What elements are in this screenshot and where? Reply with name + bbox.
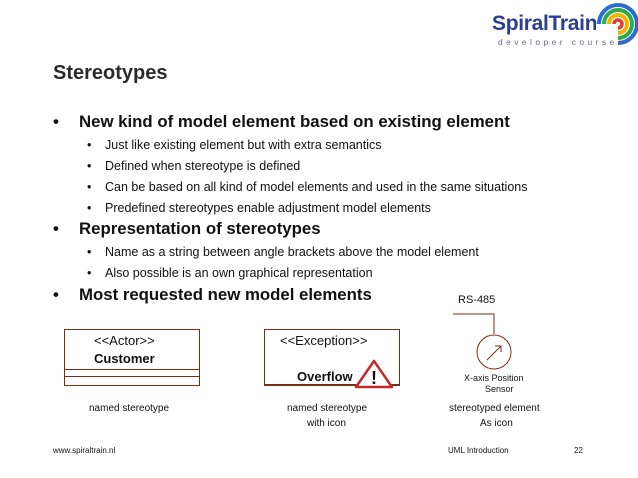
slide-title: Stereotypes (53, 62, 168, 84)
actor-class-name: Customer (94, 351, 155, 366)
warning-mark: ! (371, 368, 377, 388)
bullet-dot: • (87, 201, 92, 215)
class-compartment-divider (64, 376, 200, 377)
exception-stereotype-label: <<Exception>> (280, 333, 368, 348)
sensor-caption-line2: As icon (480, 418, 513, 429)
bullet-dot: • (53, 219, 59, 238)
spiral-swirl-icon (596, 3, 638, 46)
bullet-dot: • (87, 159, 92, 173)
footer-page-number: 22 (574, 446, 583, 455)
bullet-dot: • (87, 266, 92, 280)
bullet-text: Just like existing element but with extr… (105, 138, 382, 152)
logo-tagline: developer courses (498, 37, 626, 47)
interface-label: RS-485 (458, 294, 496, 306)
actor-caption: named stereotype (89, 403, 170, 414)
bullet-dot: • (53, 285, 59, 304)
bullet-text: Predefined stereotypes enable adjustment… (105, 201, 431, 215)
bullet-text: Representation of stereotypes (79, 219, 321, 238)
exception-class-name: Overflow (297, 369, 353, 384)
bullet-level2: • Defined when stereotype is defined (87, 159, 300, 173)
bullet-dot: • (87, 245, 92, 259)
bullet-dot: • (87, 180, 92, 194)
sensor-label-line1: X-axis Position (464, 373, 524, 383)
sensor-label-line2: Sensor (485, 384, 514, 394)
logo-brand: SpiralTrain (492, 12, 598, 35)
bullet-level2: • Also possible is an own graphical repre… (87, 266, 373, 280)
bullet-level1: • New kind of model element based on exis… (53, 112, 510, 132)
class-compartment-divider (264, 384, 400, 385)
sensor-icon (453, 313, 512, 370)
bullet-text: Name as a string between angle brackets … (105, 245, 479, 259)
bullet-level2: • Can be based on all kind of model eleme… (87, 180, 528, 194)
bullet-text: Defined when stereotype is defined (105, 159, 301, 173)
class-compartment-divider (64, 369, 200, 370)
bullet-text: Can be based on all kind of model elemen… (105, 180, 528, 194)
bullet-level2: • Name as a string between angle brackets… (87, 245, 479, 259)
bullet-level2: • Predefined stereotypes enable adjustmen… (87, 201, 431, 215)
spiraltrain-logo: SpiralTrain developer courses (492, 2, 638, 50)
bullet-text: New kind of model element based on exist… (79, 112, 510, 131)
bullet-level1: • Representation of stereotypes (53, 219, 321, 239)
bullet-dot: • (87, 138, 92, 152)
warning-triangle-icon: ! (354, 359, 394, 389)
exception-caption-line2: with icon (307, 418, 346, 429)
bullet-text: Most requested new model elements (79, 285, 372, 304)
footer-course: UML Introduction (448, 446, 509, 455)
sensor-caption-line1: stereotyped element (449, 403, 540, 414)
bullet-dot: • (53, 112, 59, 131)
bullet-text: Also possible is an own graphical repres… (105, 266, 373, 280)
footer-website: www.spiraltrain.nl (53, 446, 116, 455)
bullet-level2: • Just like existing element but with ext… (87, 138, 382, 152)
actor-stereotype-label: <<Actor>> (94, 333, 155, 348)
bullet-level1: • Most requested new model elements (53, 285, 372, 305)
exception-caption-line1: named stereotype (287, 403, 368, 414)
